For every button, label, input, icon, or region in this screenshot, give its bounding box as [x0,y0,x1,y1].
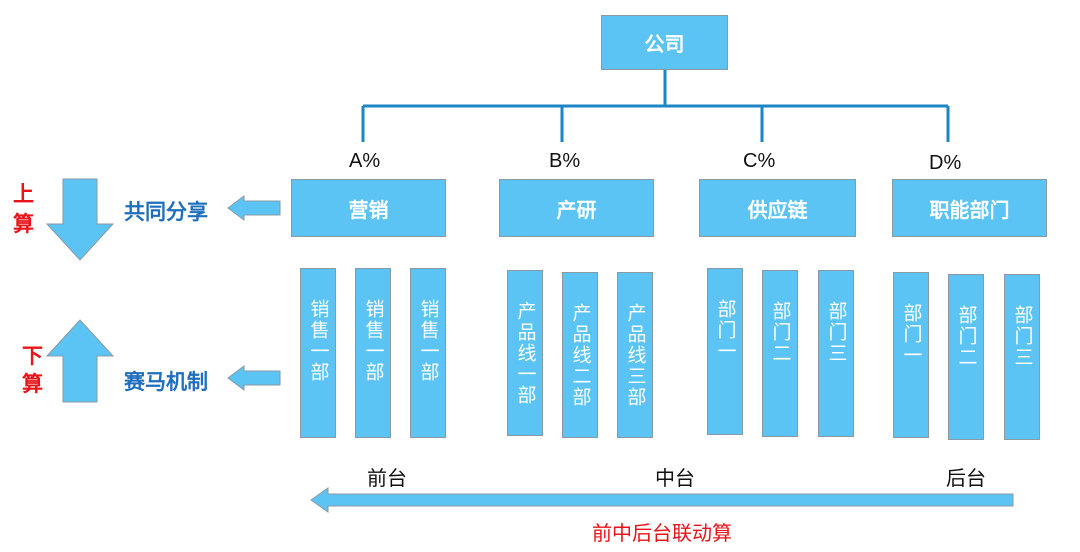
shared-label: 共同分享 [124,200,208,224]
up-arrow-icon [45,319,115,403]
sub-dept-node: 部门三 [1004,274,1040,440]
sub-dept-label: 部门一 [900,303,923,366]
top-char-2: 算 [13,212,34,236]
tier-back: 后台 [946,466,986,490]
left-arrows [45,178,281,403]
sub-dept-label: 产品线一部 [514,301,537,406]
dept-label: 供应链 [747,197,808,222]
sub-dept-node: 部门一 [707,268,743,435]
dept-pct-c: C% [743,150,776,172]
bottom-char-1: 下 [22,344,43,368]
dept-node-rnd: 产研 [499,179,654,237]
top-char-1: 上 [13,182,34,206]
sub-dept-node: 部门三 [818,270,854,437]
sub-dept-node: 部门二 [948,274,984,440]
sub-dept-label: 部门三 [1011,305,1034,368]
linkage-label: 前中后台联动算 [592,521,732,545]
sub-dept-label: 销售一部 [362,299,385,383]
tier-front: 前台 [367,466,407,490]
sub-dept-node: 销售一部 [355,268,391,438]
tier-middle: 中台 [655,466,695,490]
left-arrow-icon [227,195,281,221]
sub-dept-node: 部门一 [893,272,929,438]
dept-node-marketing: 营销 [291,179,446,237]
sub-dept-label: 部门三 [825,301,848,364]
sub-dept-node: 销售一部 [410,268,446,438]
sub-dept-node: 销售一部 [300,268,336,438]
sub-dept-label: 销售一部 [307,299,330,383]
racing-label: 赛马机制 [124,370,208,394]
sub-dept-label: 部门二 [955,305,978,368]
dept-node-functions: 职能部门 [892,179,1047,237]
sub-dept-label: 部门二 [769,301,792,364]
dept-pct-b: B% [549,150,581,172]
sub-dept-label: 部门一 [714,299,737,362]
sub-dept-label: 产品线二部 [569,303,592,408]
long-left-arrow-icon [310,487,1014,513]
bottom-char-2: 算 [22,372,43,396]
left-arrow-icon [227,365,281,391]
dept-node-supply-chain: 供应链 [699,179,856,237]
dept-label: 营销 [348,197,389,222]
company-label: 公司 [644,32,685,56]
sub-dept-node: 产品线三部 [617,272,653,438]
dept-pct-d: D% [929,152,962,174]
sub-dept-node: 产品线二部 [562,272,598,438]
down-arrow-icon [45,178,115,261]
sub-dept-label: 销售一部 [417,299,440,383]
sub-dept-label: 产品线三部 [624,303,647,408]
dept-label: 产研 [556,197,597,222]
sub-dept-node: 部门二 [762,270,798,437]
dept-label: 职能部门 [929,197,1010,222]
dept-pct-a: A% [349,150,381,172]
company-node: 公司 [601,15,728,70]
sub-dept-node: 产品线一部 [507,270,543,436]
